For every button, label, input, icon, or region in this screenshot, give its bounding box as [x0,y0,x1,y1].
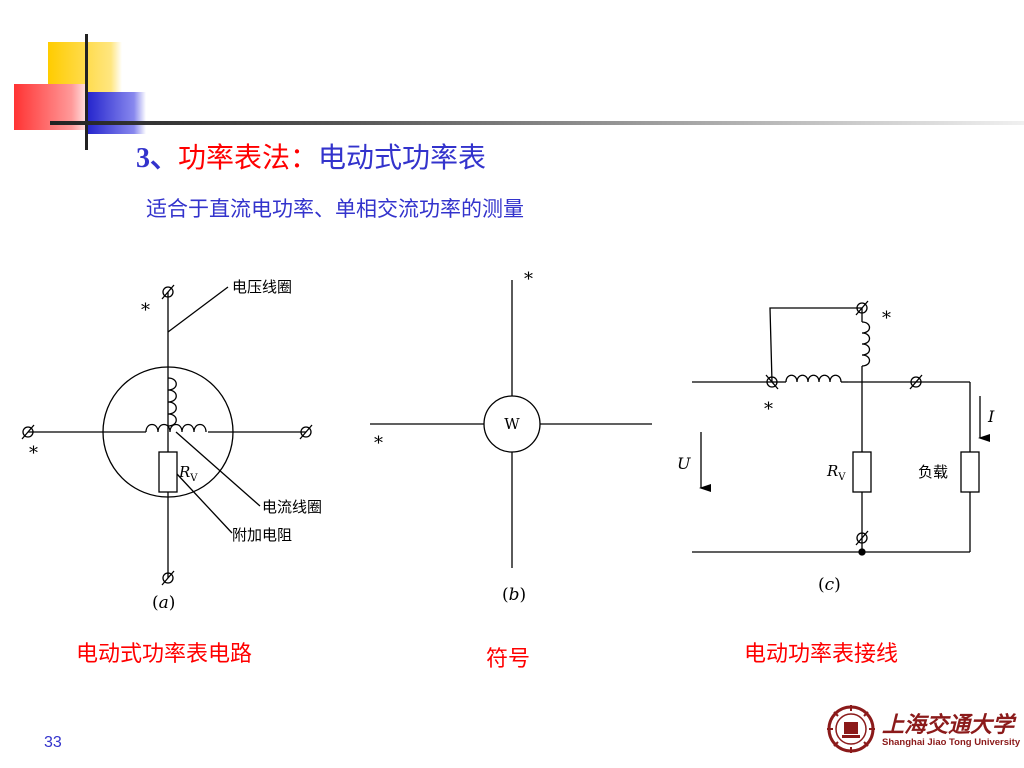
current-label-i: I [987,407,995,426]
caption-a-title: 电动式功率表电路 [76,642,253,667]
title-method: 功率表法： [178,141,319,174]
current-coil-label: 电流线圈 [262,498,322,516]
title-number: 3、 [136,143,179,174]
junction-dot [858,548,866,556]
deco-horizontal-line [50,121,1024,125]
terminal-c-current-in [765,374,779,390]
figure-b-symbol [370,280,652,568]
caption-c: (c) [818,575,841,595]
wattmeter-symbol-circle [483,395,541,453]
university-name-cn: 上海交通大学 [882,712,1015,738]
current-coil [145,423,207,433]
figure-a-meter-circuit [21,284,313,586]
resistor-rv-c [852,451,872,493]
figure-c-wiring [692,300,990,556]
page-number: 33 [44,734,62,751]
load-resistor [960,451,980,493]
voltage-coil-label: 电压线圈 [232,278,292,296]
resistor-rv-label: RV [178,463,198,484]
current-coil-leader [175,431,261,507]
terminal-c-current-out [909,374,923,390]
caption-b-title: 符号 [486,647,531,672]
deco-blue-square [86,92,146,134]
university-seal-icon [827,705,875,753]
star-b-top: * [524,269,533,290]
voltage-loop-wire [769,307,862,383]
extra-resistor-label: 附加电阻 [232,526,292,544]
load-label: 负载 [918,463,948,481]
terminal-top [161,284,175,300]
star-c-left: * [764,399,773,420]
star-a-top: * [141,300,150,321]
star-b-left: * [374,433,383,454]
university-name-en: Shanghai Jiao Tong University [882,737,1021,748]
wattmeter-symbol-label: W [504,415,520,433]
slide-subtitle: 适合于直流电功率、单相交流功率的测量 [146,197,524,221]
resistor-rv [158,451,178,493]
caption-a: (a) [152,593,175,613]
voltage-coil-leader [167,286,229,333]
current-coil-c [785,374,842,383]
voltage-label-u: U [677,454,691,473]
caption-b: (b) [502,585,526,605]
terminal-left [21,424,35,440]
star-c-top: * [882,308,891,329]
caption-c-title: 电动功率表接线 [744,642,899,667]
resistor-leader [176,473,233,534]
terminal-bottom [161,570,175,586]
terminal-c-voltage-top [855,300,869,316]
resistor-rv-c-label: RV [826,462,846,483]
voltage-coil [167,377,177,427]
slide-title: 3、功率表法：电动式功率表 [136,136,486,176]
terminal-right [299,424,313,440]
terminal-c-bottom [855,530,869,546]
deco-vertical-line [85,34,88,150]
voltage-coil-c [861,321,871,367]
university-logo: 上海交通大学 Shanghai Jiao Tong University [826,704,1020,754]
star-a-left: * [29,443,38,464]
title-instrument: 电动式功率表 [318,141,487,174]
